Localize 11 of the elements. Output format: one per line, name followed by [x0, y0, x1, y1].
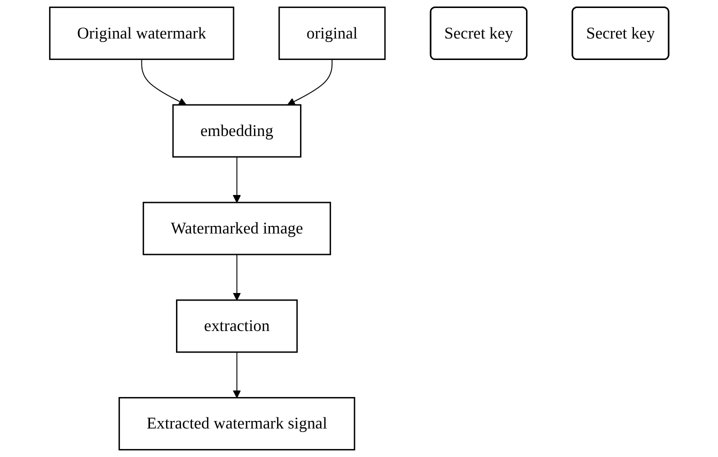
arrow	[232, 352, 241, 398]
node-box: Original watermark	[48, 6, 234, 60]
node-box: original	[278, 6, 386, 60]
node-box: extraction	[176, 299, 298, 353]
node-box: Extracted watermark signal	[118, 397, 355, 450]
arrow	[232, 254, 241, 300]
node-box: Watermarked image	[142, 202, 331, 256]
arrow	[287, 58, 332, 106]
node-box: embedding	[172, 104, 302, 158]
arrow	[232, 156, 241, 203]
arrow	[141, 58, 186, 106]
